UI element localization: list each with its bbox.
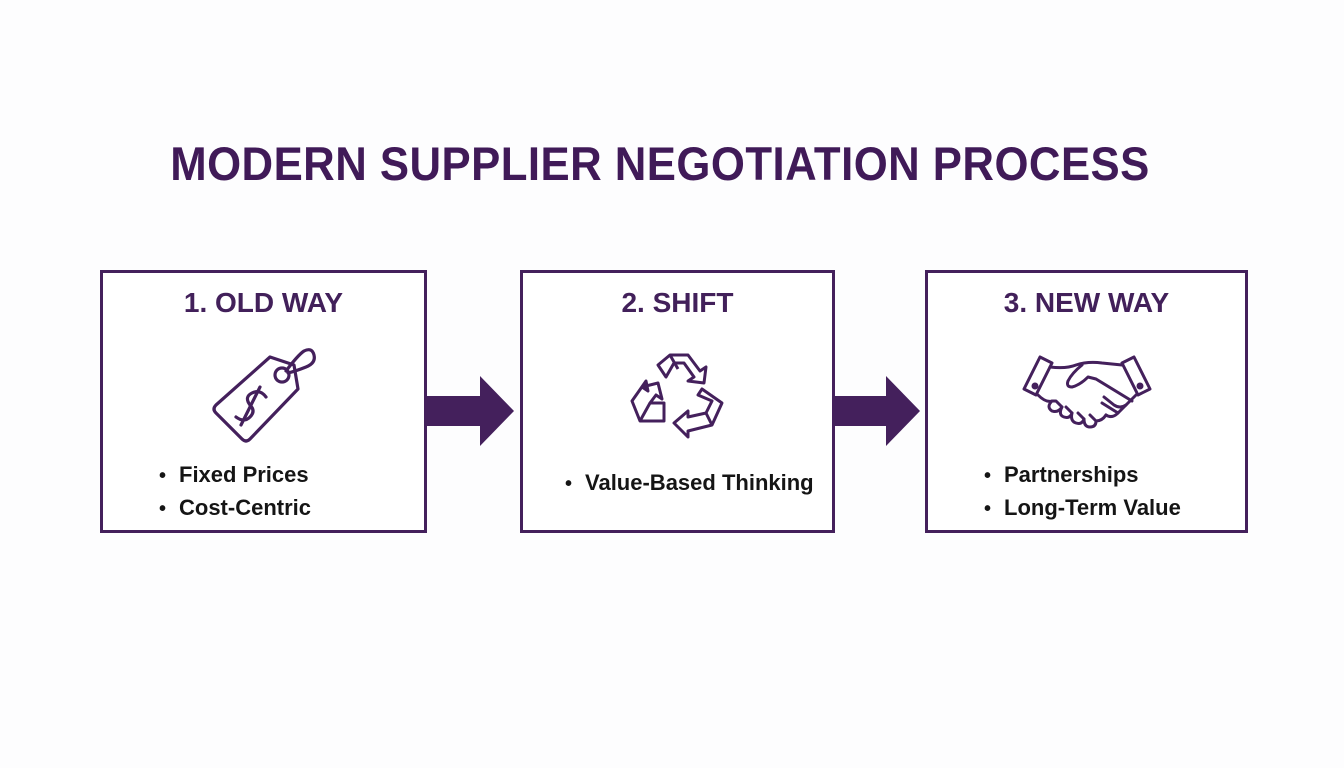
step-box-shift: 2. SHIFT Value-Based Thinking	[520, 270, 835, 533]
step-box-old-way: 1. OLD WAY Fixed Prices Cost-Centric	[100, 270, 427, 533]
bullet-item: Cost-Centric	[159, 492, 311, 525]
bullet-item: Fixed Prices	[159, 459, 311, 492]
bullet-item: Partnerships	[984, 459, 1181, 492]
step-bullets: Fixed Prices Cost-Centric	[159, 459, 311, 525]
step-bullets: Value-Based Thinking	[565, 467, 814, 500]
bullet-item: Value-Based Thinking	[565, 467, 814, 500]
step-box-new-way: 3. NEW WAY	[925, 270, 1248, 533]
step-heading: 2. SHIFT	[621, 287, 734, 318]
arrow-right-icon	[832, 376, 924, 451]
bullet-item: Long-Term Value	[984, 492, 1181, 525]
step-bullets: Partnerships Long-Term Value	[984, 459, 1181, 525]
recycle-icon	[628, 351, 728, 448]
diagram-title: MODERN SUPPLIER NEGOTIATION PROCESS	[170, 137, 1150, 190]
step-heading: 1. OLD WAY	[183, 287, 344, 318]
handshake-icon	[1022, 351, 1152, 436]
price-tag-icon	[208, 335, 320, 456]
arrow-right-icon	[424, 376, 516, 451]
step-heading: 3. NEW WAY	[1003, 287, 1170, 318]
